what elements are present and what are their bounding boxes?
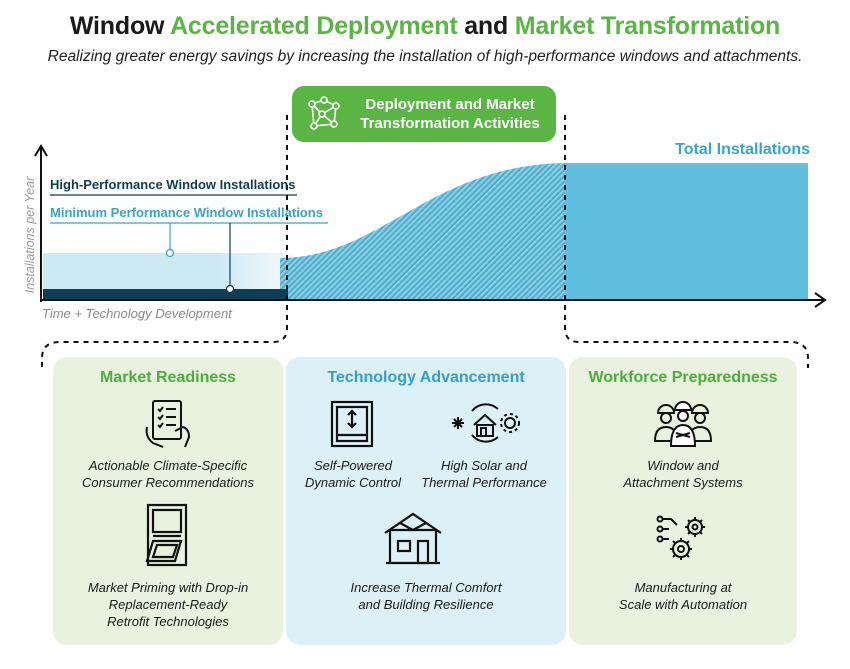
transition-s-curve (280, 163, 565, 300)
work-item-2: Manufacturing at Scale with Automation (569, 579, 797, 613)
market-item-1-line-1: Actionable Climate-Specific (88, 458, 248, 473)
x-axis-label: Time + Technology Development (42, 306, 232, 321)
network-icon (308, 96, 340, 130)
market-item-2-line-3: Retrofit Technologies (107, 614, 229, 629)
window-awning-icon (145, 503, 188, 567)
installations-chart (34, 115, 827, 368)
tech-item-3: Increase Thermal Comfort and Building Re… (286, 579, 566, 613)
checklist-tablet-icon (145, 400, 191, 448)
solar-thermal-house-icon (452, 403, 520, 443)
gears-circuit-icon (656, 515, 705, 560)
tech-item-1-line-2: Dynamic Control (304, 475, 402, 490)
market-readiness-panel: Market Readiness Actionable Climate-Spec… (53, 357, 283, 645)
x-axis-arrow (814, 292, 827, 308)
tech-item-1: Self-Powered Dynamic Control (291, 457, 415, 491)
page-title: Window Accelerated Deployment and Market… (0, 12, 850, 41)
deployment-bracket (41, 115, 288, 368)
deployment-bracket-right (564, 115, 809, 368)
workers-icon (653, 401, 713, 447)
tech-item-2: High Solar and Thermal Performance (414, 457, 554, 491)
technology-advancement-title: Technology Advancement (327, 369, 525, 386)
badge-text: Deployment and Market Transformation Act… (350, 95, 550, 133)
min-perf-band (43, 253, 293, 289)
market-item-2-line-2: Replacement-Ready (108, 597, 228, 612)
tech-item-3-line-1: Increase Thermal Comfort (350, 580, 502, 595)
dynamic-window-icon (330, 400, 374, 448)
market-item-2: Market Priming with Drop-in Replacement-… (53, 579, 283, 630)
min-perf-label: Minimum Performance Window Installations (50, 205, 323, 220)
workforce-preparedness-title: Workforce Preparedness (588, 369, 778, 386)
market-item-1-line-2: Consumer Recommendations (82, 475, 254, 490)
market-readiness-title: Market Readiness (99, 369, 237, 386)
tech-item-3-line-2: and Building Resilience (358, 597, 494, 612)
market-item-2-line-1: Market Priming with Drop-in (87, 580, 249, 595)
tech-item-1-line-1: Self-Powered (313, 458, 393, 473)
tech-item-2-line-1: High Solar and (441, 458, 527, 473)
high-perf-leader-dot (225, 284, 235, 294)
house-frame-icon (384, 512, 442, 565)
work-item-2-line-2: Scale with Automation (618, 597, 748, 612)
work-item-2-line-1: Manufacturing at (634, 580, 732, 595)
tech-item-2-line-2: Thermal Performance (421, 475, 547, 490)
title-part-3: and (457, 12, 515, 40)
work-item-1-line-1: Window and (647, 458, 719, 473)
badge-line-1: Deployment and Market (365, 96, 535, 113)
work-item-1-line-2: Attachment Systems (623, 475, 743, 490)
min-perf-leader-dot (165, 248, 175, 258)
workforce-preparedness-panel: Workforce Preparedness Window and Attach… (569, 357, 797, 645)
badge-line-2: Transformation Activities (360, 115, 540, 132)
total-installations-label: Total Installations (675, 141, 810, 158)
high-perf-band (43, 289, 288, 300)
subtitle: Realizing greater energy savings by incr… (47, 48, 803, 65)
total-installations-block (565, 163, 808, 300)
technology-advancement-panel: Technology Advancement Self-Powered Dyna… (286, 357, 566, 645)
y-axis-arrow (34, 144, 48, 157)
title-part-1: Window (69, 12, 171, 40)
deployment-badge: Deployment and Market Transformation Act… (292, 86, 556, 142)
high-perf-label: High-Performance Window Installations (50, 177, 296, 192)
market-item-1: Actionable Climate-Specific Consumer Rec… (53, 457, 283, 491)
work-item-1: Window and Attachment Systems (569, 457, 797, 491)
y-axis-label: Installations per Year (23, 176, 37, 294)
title-part-2: Accelerated Deployment (170, 12, 458, 40)
title-part-4: Market Transformation (514, 12, 781, 40)
